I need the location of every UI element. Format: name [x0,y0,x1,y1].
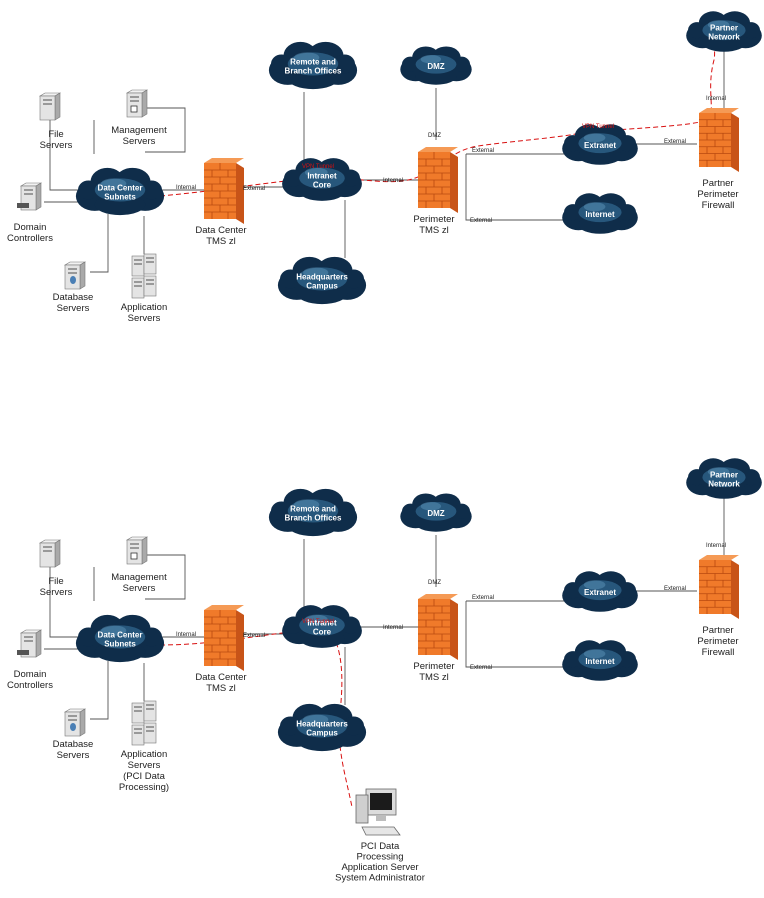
cloud-dmz-label: DMZ [427,509,444,518]
port-partner-external: External [664,586,686,592]
management-servers-icon [125,89,149,118]
link-perimeter-internet [465,154,565,221]
vpn-tunnel-label: VPN Tunnel [582,124,614,130]
admin-workstation-icon [355,788,401,836]
firewall-partner-icon [699,108,739,172]
port-perimeter-external-extranet: External [472,595,494,601]
application-servers-icon [131,253,157,299]
port-perimeter-external-internet: External [470,665,492,671]
port-partner-external: External [664,139,686,145]
cloud-internet: Internet [562,193,638,234]
cloud-internet-label: Internet [585,657,615,666]
vpn-tunnel-label: VPN Tunnel [302,619,334,625]
domain-controllers-icon [17,182,43,211]
port-perimeter-internal: Internal [383,178,403,184]
link-management-servers [137,107,186,153]
firewall-data-center-icon [204,605,244,671]
cloud-internet: Internet [562,640,638,681]
port-dc-internal: Internal [176,632,196,638]
port-perimeter-external-extranet: External [472,148,494,154]
port-perimeter-dmz: DMZ [428,580,441,586]
database-servers-icon [63,261,87,290]
cloud-internet-label: Internet [585,210,615,219]
firewall-perimeter-icon [418,147,458,213]
cloud-extranet-label: Extranet [584,141,616,150]
port-partner-internal: Internal [706,96,726,102]
file-servers-icon [38,92,62,121]
firewall-data-center-icon [204,158,244,224]
link-perimeter-internet [465,601,565,668]
port-dc-external: External [243,633,265,639]
domain-controllers-icon [17,629,43,658]
cloud-dmz: DMZ [400,46,472,85]
vpn-tunnel-label: VPN Tunnel [302,164,334,170]
cloud-extranet: Extranet [562,124,638,165]
file-servers-icon [38,539,62,568]
firewall-partner-icon [699,555,739,619]
link-database-servers [90,661,109,720]
cloud-dmz-label: DMZ [427,62,444,71]
link-database-servers [90,214,109,273]
port-perimeter-internal: Internal [383,625,403,631]
link-management-servers [137,554,186,600]
port-dc-internal: Internal [176,185,196,191]
database-servers-icon [63,708,87,737]
firewall-perimeter-icon [418,594,458,660]
port-perimeter-dmz: DMZ [428,133,441,139]
application-servers-icon [131,700,157,746]
vpn-tunnel-path [159,629,353,808]
port-dc-external: External [243,186,265,192]
management-servers-icon [125,536,149,565]
cloud-dmz: DMZ [400,493,472,532]
cloud-extranet-label: Extranet [584,588,616,597]
link-file-servers [49,567,88,638]
cloud-extranet: Extranet [562,571,638,612]
port-perimeter-external-internet: External [470,218,492,224]
port-partner-internal: Internal [706,543,726,549]
link-file-servers [49,120,88,191]
